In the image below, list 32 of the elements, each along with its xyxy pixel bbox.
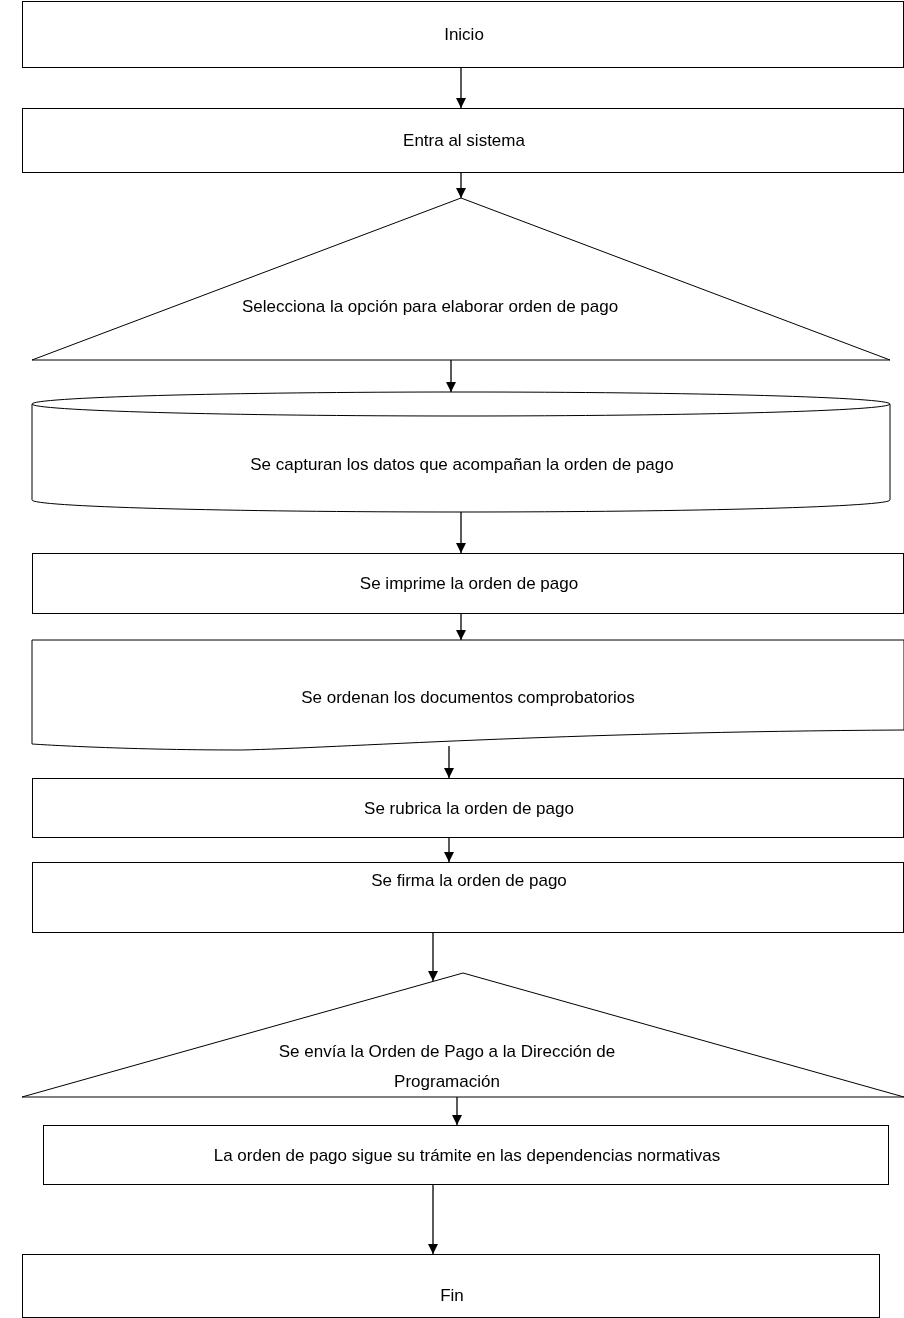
step-label: Selecciona la opción para elaborar orden de pago [242,296,620,318]
step-label: Se firma la orden de pago [370,870,568,892]
step-label: Entra al sistema [402,130,526,152]
step-label: Se imprime la orden de pago [358,573,580,595]
process-box [32,862,904,933]
triangle-shape [32,198,890,360]
process-box [32,778,904,838]
process-box [43,1125,889,1185]
step-label: Fin [439,1285,465,1307]
step-label: Se capturan los datos que acompañan la orden de pago [249,454,675,476]
arrow [456,172,466,199]
step-label: Se ordenan los documentos comprobatorios [300,687,636,709]
document-shape [32,640,904,750]
arrow [444,745,454,779]
arrow [452,1096,462,1126]
process-box [32,553,904,614]
step-label: Se rubrica la orden de pago [363,798,575,820]
arrow [456,511,466,554]
arrow [428,1184,438,1255]
arrow [446,359,456,393]
process-box [22,1,904,68]
arrow [444,837,454,863]
cylinder-shape [32,392,890,512]
triangle-shape [22,973,904,1097]
arrow [428,932,438,982]
step-label: Se envía la Orden de Pago a la Dirección de Programación [277,1041,617,1093]
step-label: La orden de pago sigue su trámite en las dependencias normativas [212,1145,722,1167]
process-box [22,1254,880,1318]
step-label: Inicio [443,24,485,46]
arrow [456,613,466,641]
arrow [456,67,466,109]
process-box [22,108,904,173]
